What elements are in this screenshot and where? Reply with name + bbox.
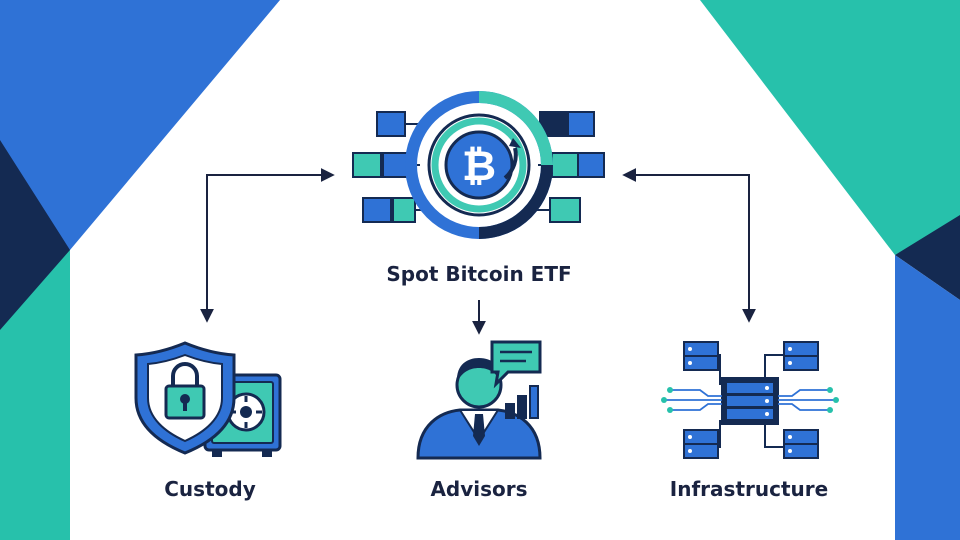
small-server-br <box>783 429 819 459</box>
central-server <box>721 377 779 425</box>
tie-icon <box>473 414 485 446</box>
left-blocks <box>352 111 425 223</box>
right-teal-shape <box>700 0 960 255</box>
speech-bubble-icon <box>490 340 542 389</box>
infrastructure-connector-arrow <box>622 168 756 323</box>
server-network-icon <box>661 341 839 459</box>
advisors-label: Advisors <box>430 477 527 501</box>
small-server-tl <box>683 341 719 371</box>
left-teal-shape <box>0 250 70 540</box>
up-arrow-icon <box>509 138 521 148</box>
bitcoin-symbol: ₿ <box>462 141 496 190</box>
right-blue-shape <box>895 255 960 540</box>
infrastructure-label: Infrastructure <box>670 477 828 501</box>
circuit-lines-left <box>666 389 722 411</box>
circuit-lines-right <box>778 389 834 411</box>
bar-chart-icon <box>505 385 539 419</box>
custody-label: Custody <box>164 477 255 501</box>
right-navy-shape <box>895 215 960 300</box>
custody-connector-arrow <box>200 168 335 323</box>
bitcoin-icon: ₿ <box>352 91 605 239</box>
left-navy-shape <box>0 140 70 330</box>
small-server-tr <box>783 341 819 371</box>
advisor-icon <box>416 340 542 460</box>
shield-lock-safe-icon <box>134 341 282 457</box>
padlock-icon <box>171 362 199 386</box>
small-server-bl <box>683 429 719 459</box>
center-label: Spot Bitcoin ETF <box>386 262 571 286</box>
